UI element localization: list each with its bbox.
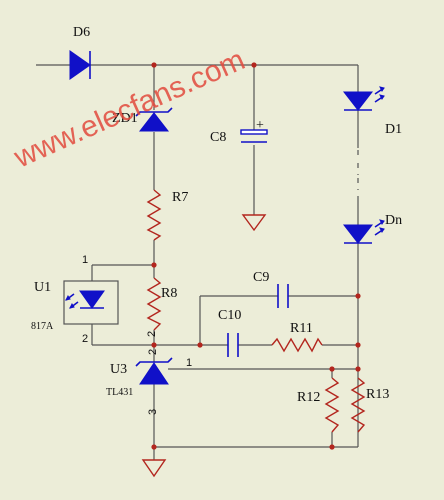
wires bbox=[36, 64, 359, 460]
r8-resistor bbox=[146, 277, 162, 331]
u3-label: U3 bbox=[110, 362, 127, 377]
watermark-text: www.elecfans.com bbox=[9, 43, 250, 175]
r13-label: R13 bbox=[366, 387, 389, 402]
zd1-zener-diode bbox=[135, 107, 173, 132]
d6-label: D6 bbox=[73, 25, 90, 40]
r8-pin2-label: 2 bbox=[146, 331, 158, 337]
r7-label: R7 bbox=[172, 190, 188, 205]
dn-label: Dn bbox=[385, 213, 402, 228]
d1-led bbox=[342, 86, 385, 111]
d1-label: D1 bbox=[385, 122, 402, 137]
c8-ground-icon bbox=[241, 214, 267, 232]
dn-led bbox=[342, 219, 385, 244]
u3-tl431 bbox=[135, 357, 173, 385]
u1-optocoupler bbox=[65, 290, 105, 309]
u3-part-label: TL431 bbox=[106, 387, 133, 398]
c8-electrolytic-capacitor bbox=[240, 129, 268, 143]
u3-pin1-label: 1 bbox=[186, 357, 192, 369]
r11-resistor bbox=[271, 337, 323, 353]
r7-resistor bbox=[146, 189, 162, 241]
d6-diode bbox=[69, 50, 91, 80]
c10-label: C10 bbox=[218, 308, 241, 323]
c9-label: C9 bbox=[253, 270, 269, 285]
u1-part-label: 817A bbox=[31, 321, 54, 332]
junction-dots bbox=[151, 62, 361, 450]
u1-label: U1 bbox=[34, 280, 51, 295]
r8-label: R8 bbox=[161, 286, 177, 301]
u1-pin1-label: 1 bbox=[82, 254, 88, 266]
c9-capacitor bbox=[277, 284, 289, 308]
u3-pin2-label: 2 bbox=[147, 349, 159, 355]
c8-plus-label: + bbox=[256, 118, 264, 133]
r13-resistor bbox=[350, 377, 366, 433]
u1-pin2-label: 2 bbox=[82, 333, 88, 345]
r12-label: R12 bbox=[297, 390, 320, 405]
u3-pin3-label: 3 bbox=[147, 409, 159, 415]
r11-label: R11 bbox=[290, 321, 313, 336]
c10-capacitor bbox=[227, 333, 239, 357]
zd1-label: ZD1 bbox=[112, 111, 138, 126]
ground-icon bbox=[141, 459, 167, 478]
r12-resistor bbox=[324, 377, 340, 433]
c8-label: C8 bbox=[210, 130, 226, 145]
